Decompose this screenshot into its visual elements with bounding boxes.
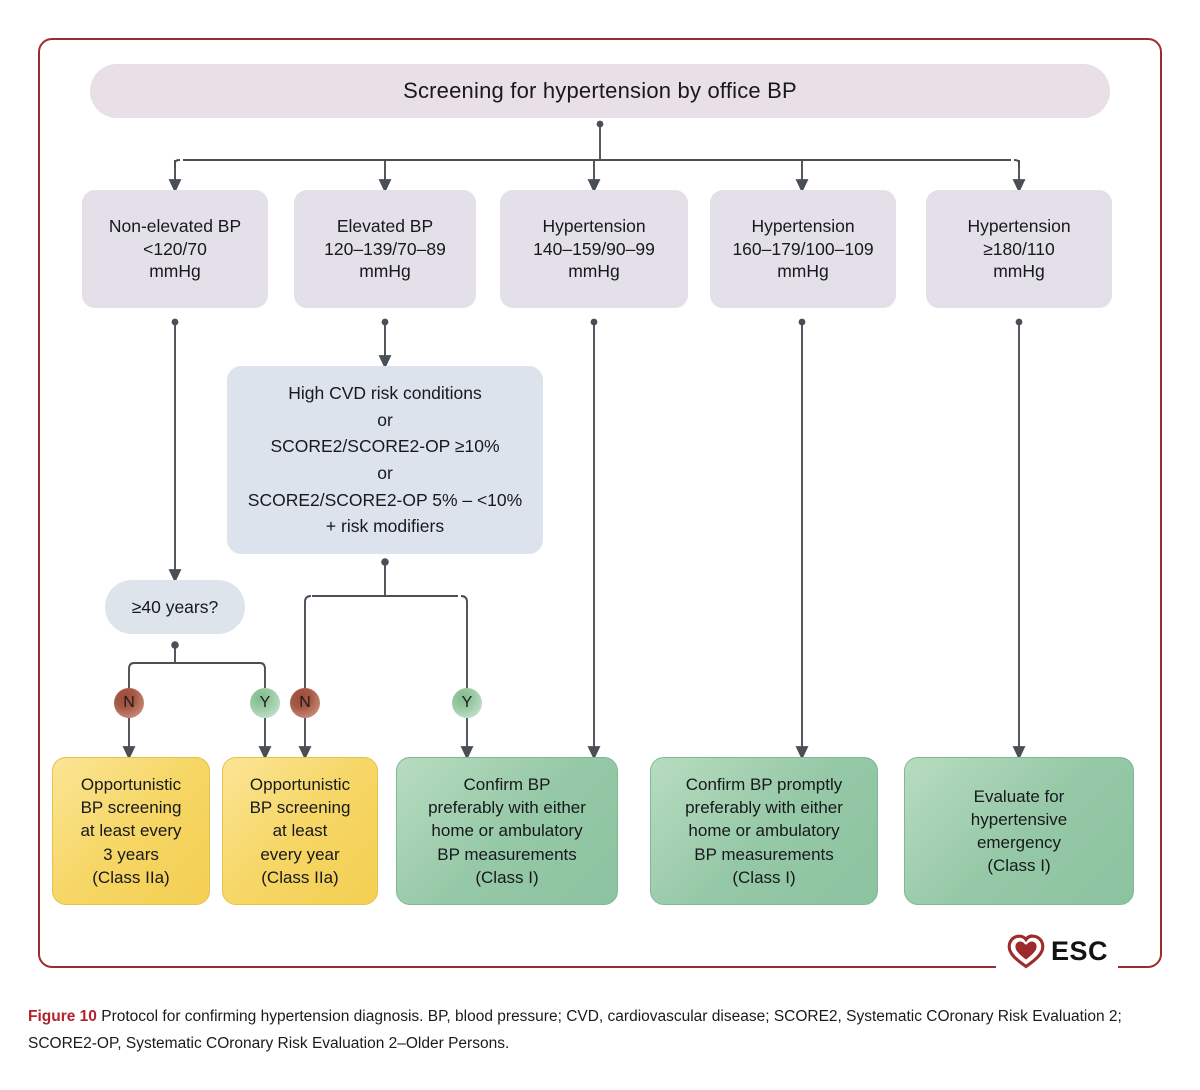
- branch-pip-cvd-no: N: [290, 688, 320, 718]
- branch-pip-label: N: [299, 694, 311, 711]
- esc-logo: ESC: [1006, 930, 1112, 972]
- branch-pip-age-no: N: [114, 688, 144, 718]
- branch-pip-label: Y: [461, 694, 473, 711]
- screening-banner-label: Screening for hypertension by office BP: [403, 77, 797, 103]
- esc-logo-text: ESC: [1051, 935, 1109, 966]
- decision-label: ≥40 years?: [131, 596, 219, 617]
- figure-caption: Figure 10 Protocol for confirming hypert…: [28, 1004, 1178, 1057]
- branch-pip-age-yes: Y: [250, 688, 280, 718]
- figure-caption-text: Protocol for confirming hypertension dia…: [28, 1008, 1122, 1052]
- esc-heart-logo-icon: [1007, 934, 1045, 969]
- branch-pip-label: N: [123, 694, 135, 711]
- decision-box-age-40: ≥40 years?: [105, 580, 245, 634]
- branch-pip-cvd-yes: Y: [452, 688, 482, 718]
- branch-pip-label: Y: [259, 694, 271, 711]
- screening-banner: Screening for hypertension by office BP: [90, 64, 1110, 118]
- figure-number: Figure 10: [28, 1008, 97, 1025]
